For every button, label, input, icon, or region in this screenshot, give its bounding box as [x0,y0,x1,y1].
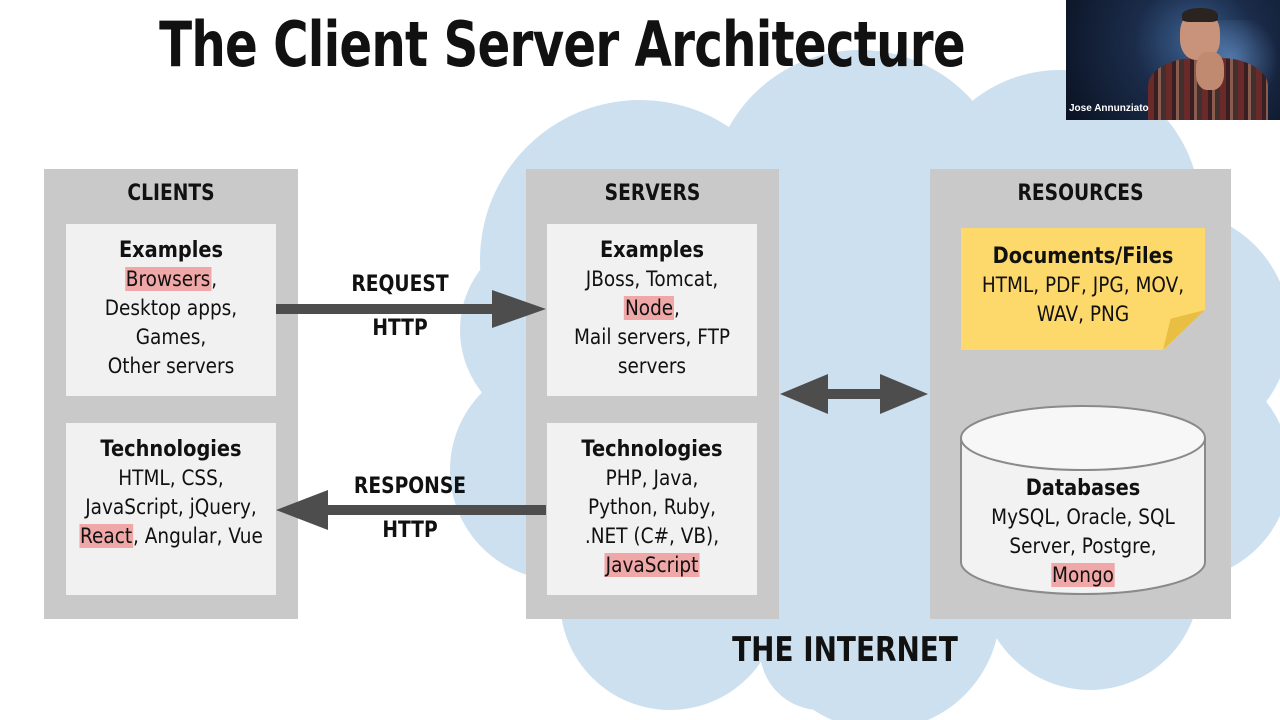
servers-examples-panel: Examples JBoss, Tomcat, Node, Mail serve… [547,224,757,396]
mongo-highlight: Mongo [1051,563,1115,587]
bidirectional-arrow [780,374,928,414]
page-title: The Client Server Architecture [159,8,965,81]
documents-note: Documents/Files HTML, PDF, JPG, MOV, WAV… [961,228,1205,350]
servers-heading: SERVERS [604,181,701,206]
documents-line: WAV, PNG [1036,302,1130,326]
database-cylinder-icon [960,405,1206,595]
servers-technologies-heading: Technologies [581,437,723,462]
clients-example-line: Games, [135,325,207,349]
clients-example-line: Other servers [107,354,235,378]
clients-tech-line: JavaScript, jQuery, [85,495,257,519]
presenter-name: Jose Annunziato [1069,103,1149,114]
clients-heading: CLIENTS [127,181,215,206]
clients-column: CLIENTS Examples Browsers, Desktop apps,… [44,169,298,619]
browsers-highlight: Browsers [124,267,212,291]
react-highlight: React [79,524,134,548]
request-label: REQUEST [351,272,449,297]
databases-text: Databases MySQL, Oracle, SQL Server, Pos… [961,474,1205,590]
servers-example-line: servers [617,354,687,378]
javascript-highlight: JavaScript [604,553,700,577]
servers-column: SERVERS Examples JBoss, Tomcat, Node, Ma… [526,169,779,619]
internet-label: THE INTERNET [732,630,958,670]
servers-example-line: Mail servers, FTP [573,325,731,349]
clients-tech-line: HTML, CSS, [118,466,224,490]
servers-technologies-panel: Technologies PHP, Java, Python, Ruby, .N… [547,423,757,595]
request-arrow [276,290,546,328]
documents-line: HTML, PDF, JPG, MOV, [981,273,1185,297]
response-label: RESPONSE [353,474,467,499]
presenter-hand [1196,52,1224,90]
clients-examples-panel: Examples Browsers, Desktop apps, Games, … [66,224,276,396]
clients-example-line: Desktop apps, [104,296,238,320]
request-protocol: HTTP [372,316,428,341]
node-highlight: Node [624,296,675,320]
servers-tech-line: PHP, Java, [605,466,699,490]
response-arrow [276,490,546,530]
servers-tech-line: .NET (C#, VB), [584,524,720,548]
resources-heading: RESOURCES [1017,181,1144,206]
servers-examples-heading: Examples [599,238,705,263]
databases-heading: Databases [1025,476,1141,501]
servers-tech-line: Python, Ruby, [587,495,717,519]
response-protocol: HTTP [382,518,438,543]
clients-technologies-panel: Technologies HTML, CSS, JavaScript, jQue… [66,423,276,595]
clients-examples-heading: Examples [118,238,224,263]
databases-line: MySQL, Oracle, SQL [991,505,1175,529]
documents-heading: Documents/Files [992,244,1174,269]
clients-technologies-heading: Technologies [100,437,242,462]
webcam-video: Jose Annunziato [1066,0,1280,120]
